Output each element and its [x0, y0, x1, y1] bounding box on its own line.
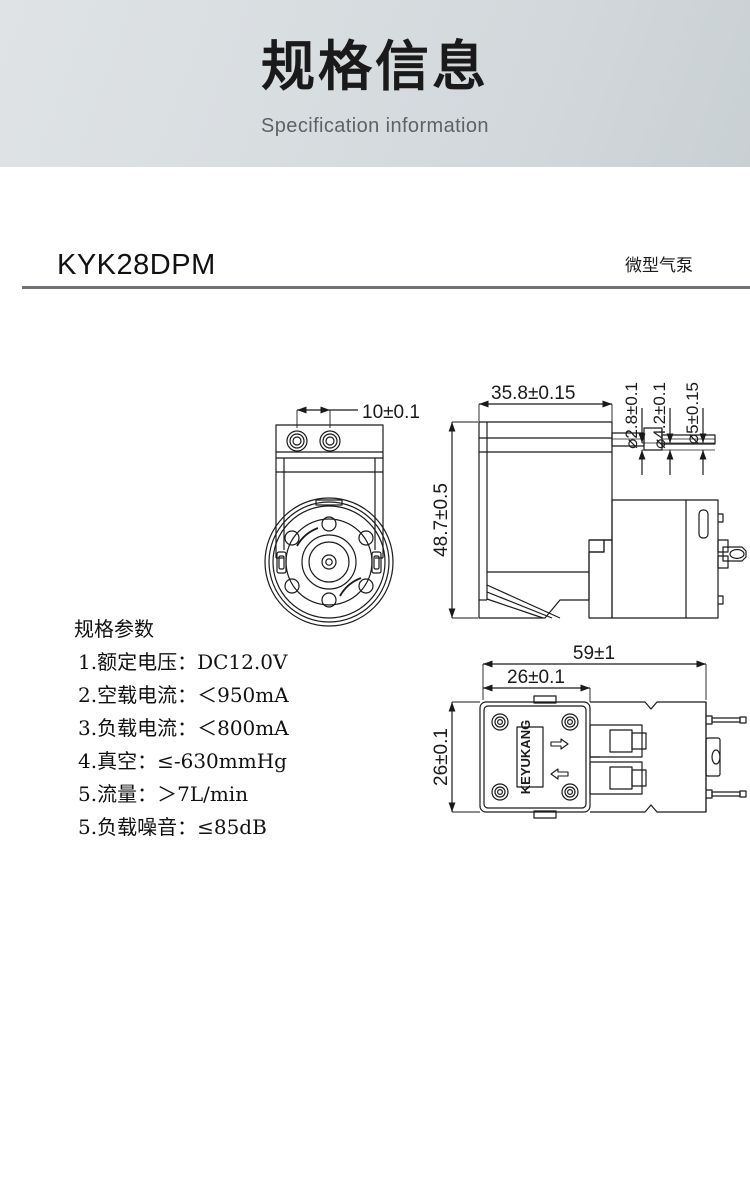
dim-label-port-spacing: 10±0.1 [362, 402, 420, 423]
drawing-side-view: 35.8±0.15 48.7±0.5 ⌀2.8±0.1 ⌀4.2±0.1 ⌀5±… [431, 382, 747, 619]
dim-label-head-width: 26±0.1 [507, 667, 565, 688]
spec-item-vacuum: 4.真空：≤-630mmHg [74, 745, 374, 778]
flow-arrow-inlet [550, 768, 569, 780]
dim-head-width: 26±0.1 [483, 667, 591, 702]
dim-label-head-height: 26±0.1 [431, 728, 452, 786]
drawings-svg: 10±0.1 [264, 382, 747, 819]
spec-item-number: 5. [78, 815, 98, 839]
dim-side-height: 48.7±0.5 [431, 421, 478, 619]
brand-label: KEYUKANG [518, 720, 533, 794]
flow-arrow-outlet [550, 738, 569, 750]
spec-item-number: 3. [78, 716, 98, 740]
spec-item-number: 2. [78, 683, 98, 707]
spec-item-label: 额定电压： [97, 650, 198, 674]
dim-label-port-d3: ⌀5±0.15 [683, 382, 702, 444]
page-header-banner: 规格信息 Specification information [0, 0, 750, 167]
spec-item-rated-voltage: 1.额定电压：DC12.0V [74, 646, 374, 679]
dim-port-diameters: ⌀2.8±0.1 ⌀4.2±0.1 ⌀5±0.15 [622, 382, 715, 475]
dim-label-side-height: 48.7±0.5 [431, 483, 452, 557]
spec-item-value: ＜800mA [197, 716, 289, 740]
page-subtitle: Specification information [261, 115, 489, 137]
spec-item-label: 真空： [97, 749, 158, 773]
product-title-row: KYK28DPM 微型气泵 [57, 245, 693, 289]
spec-item-value: ＞7L/min [157, 782, 249, 806]
technical-drawings: 10±0.1 [0, 300, 750, 880]
product-model-name: KYK28DPM [57, 249, 216, 281]
drawing-top-view: 10±0.1 [264, 402, 420, 627]
spec-item-no-load-current: 2.空载电流：＜950mA [74, 679, 374, 712]
title-divider [22, 286, 750, 289]
spec-item-number: 5. [78, 782, 98, 806]
spec-item-flow-rate: 5.流量：＞7L/min [74, 778, 374, 811]
dim-label-side-width: 35.8±0.15 [491, 383, 575, 404]
spec-item-value: DC12.0V [197, 650, 288, 674]
spec-item-label: 负载电流： [97, 716, 198, 740]
dim-port-spacing: 10±0.1 [296, 402, 420, 428]
spec-item-value: ≤-630mmHg [157, 749, 287, 773]
spec-item-number: 1. [78, 650, 98, 674]
dim-label-port-d1: ⌀2.8±0.1 [622, 382, 641, 449]
product-category-label: 微型气泵 [625, 256, 693, 276]
spec-item-label: 负载噪音： [97, 815, 198, 839]
drawing-bottom-view: 59±1 26±0.1 26±0.1 KEYUKANG [431, 643, 747, 819]
page-title: 规格信息 [261, 35, 489, 98]
spec-item-label: 空载电流： [97, 683, 198, 707]
spec-item-number: 4. [78, 749, 98, 773]
spec-item-load-current: 3.负载电流：＜800mA [74, 712, 374, 745]
spec-item-load-noise: 5.负载噪音：≤85dB [74, 811, 374, 844]
specification-list: 规格参数 1.额定电压：DC12.0V 2.空载电流：＜950mA 3.负载电流… [74, 612, 374, 844]
spec-list-heading: 规格参数 [74, 617, 154, 641]
dim-label-overall-length: 59±1 [573, 643, 615, 664]
spec-item-label: 流量： [97, 782, 158, 806]
spec-item-value: ≤85dB [197, 815, 267, 839]
dim-head-height: 26±0.1 [431, 701, 480, 813]
spec-item-value: ＜950mA [197, 683, 289, 707]
dim-side-width: 35.8±0.15 [478, 383, 613, 422]
dim-overall-length: 59±1 [482, 643, 707, 700]
dim-label-port-d2: ⌀4.2±0.1 [650, 382, 669, 449]
